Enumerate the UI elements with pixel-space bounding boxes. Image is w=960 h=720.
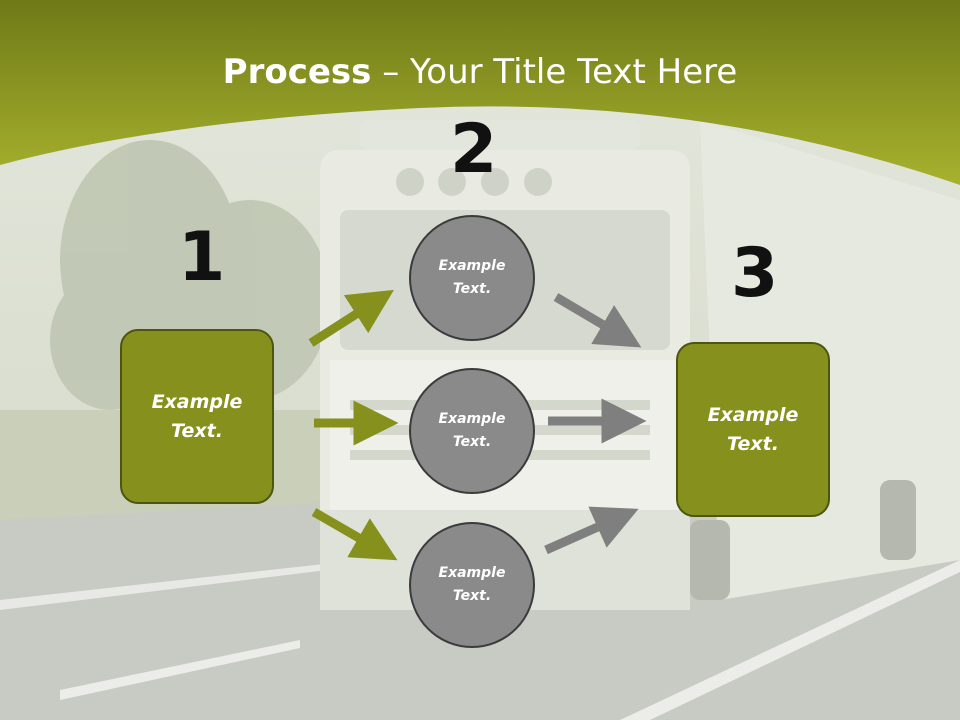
step-box-3-line1: Example [707, 403, 799, 426]
circle-bottom-line1: Example [438, 565, 506, 581]
circle-top-line1: Example [438, 258, 506, 274]
step-number-1: 1 [178, 218, 226, 297]
process-circle-top: Example Text. [409, 215, 535, 341]
step-box-1-line1: Example [151, 390, 243, 413]
title-rest: Your Title Text Here [410, 52, 738, 92]
arrow-icon [553, 293, 642, 348]
step-box-3: Example Text. [676, 342, 830, 517]
arrow-icon [544, 506, 639, 555]
title-bold: Process [222, 52, 372, 92]
step-number-2: 2 [450, 110, 498, 189]
step-number-3: 3 [731, 234, 779, 313]
arrow-icon [308, 289, 394, 347]
step-box-1: Example Text. [120, 329, 274, 504]
slide-title: Process – Your Title Text Here [0, 52, 960, 92]
circle-top-line2: Text. [452, 281, 492, 297]
circle-middle-line2: Text. [452, 434, 492, 450]
circle-bottom-line2: Text. [452, 588, 492, 604]
step-box-3-line2: Text. [727, 432, 779, 455]
title-separator: – [382, 52, 400, 92]
step-box-1-line2: Text. [171, 419, 223, 442]
arrow-icon [311, 508, 398, 561]
circle-middle-line1: Example [438, 411, 506, 427]
process-circle-bottom: Example Text. [409, 522, 535, 648]
process-circle-middle: Example Text. [409, 368, 535, 494]
